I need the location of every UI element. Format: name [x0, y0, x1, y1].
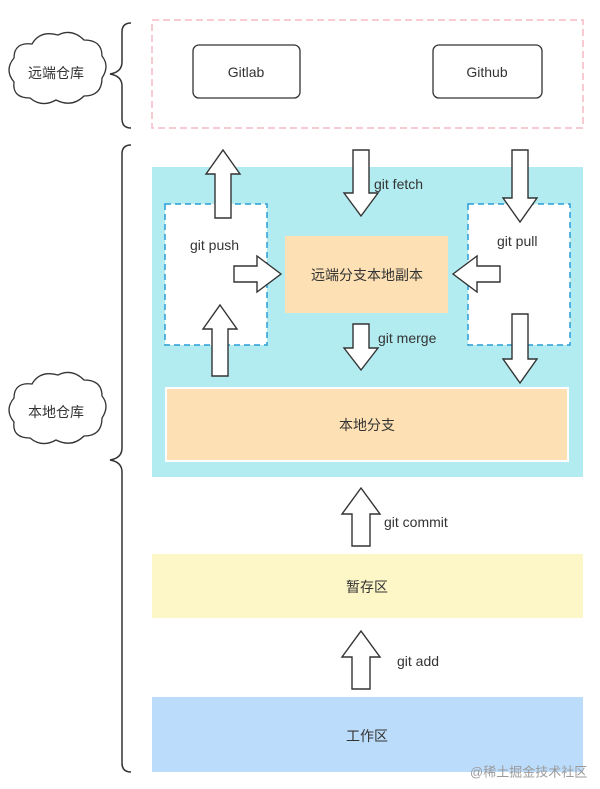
git-add-label: git add	[397, 653, 440, 669]
local-brace	[109, 144, 132, 773]
commit-arrow-up	[340, 486, 382, 547]
git-push-label: git push	[190, 237, 240, 253]
pull-arrow-down-top	[501, 149, 539, 224]
github-label: Github	[466, 64, 508, 80]
remote-branch-copy-label: 远端分支本地副本	[311, 267, 423, 283]
git-fetch-label: git fetch	[374, 176, 424, 192]
staging-area-label: 暂存区	[346, 579, 388, 595]
merge-arrow-down	[342, 323, 380, 372]
remote-branch-copy-box	[285, 236, 448, 313]
local-repo-label: 本地仓库	[28, 404, 84, 420]
push-arrow-up-bottom	[201, 303, 239, 377]
gitlab-box	[192, 44, 301, 99]
pull-arrow-left	[451, 254, 501, 294]
push-arrow-right	[233, 254, 283, 294]
github-box	[432, 44, 543, 99]
staging-area-box	[152, 554, 583, 618]
watermark-text: @稀土掘金技术社区	[470, 764, 588, 780]
working-area-label: 工作区	[346, 728, 388, 744]
local-branch-box	[165, 387, 569, 462]
pull-arrow-down-bottom	[501, 313, 539, 385]
push-arrow-up-top	[204, 148, 242, 219]
git-merge-label: git merge	[378, 330, 437, 346]
remote-cloud	[8, 31, 107, 105]
git-commit-label: git commit	[384, 514, 448, 530]
git-pull-label: git pull	[497, 233, 538, 249]
remote-repo-label: 远端仓库	[28, 65, 84, 81]
local-branch-label: 本地分支	[339, 417, 395, 433]
add-arrow-up	[340, 629, 382, 690]
remote-brace	[109, 22, 132, 129]
fetch-arrow-down	[342, 149, 380, 218]
working-area-box	[152, 697, 583, 772]
local-cloud	[8, 371, 107, 445]
gitlab-label: Gitlab	[227, 64, 265, 80]
